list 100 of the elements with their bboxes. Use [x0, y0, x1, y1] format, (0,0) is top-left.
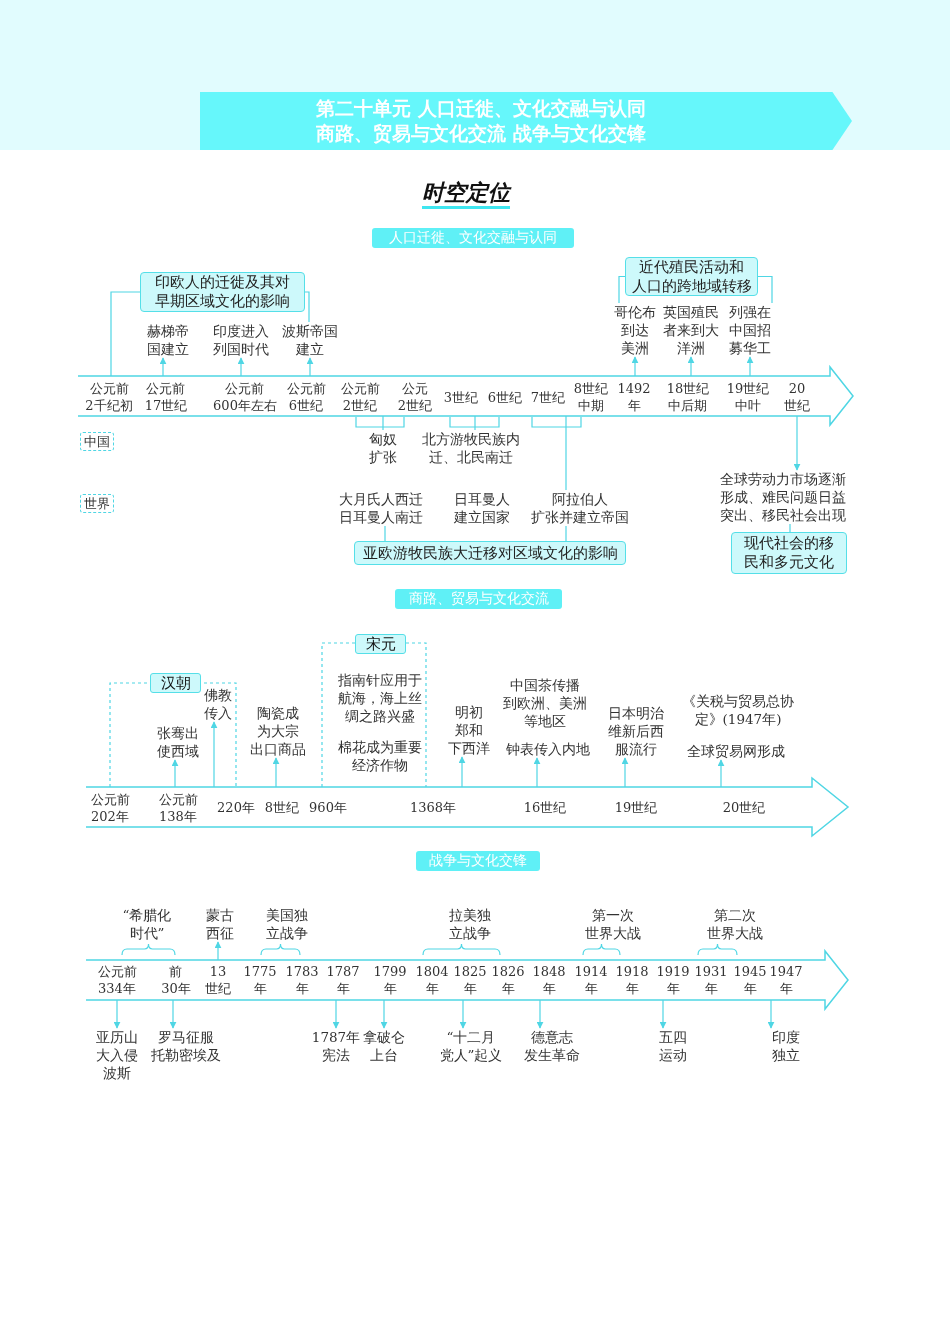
- date-label: 220年: [217, 799, 255, 816]
- connector-line: [110, 291, 141, 377]
- event-label: 1787年宪法: [311, 1028, 361, 1064]
- event-label: 拿破仑上台: [363, 1028, 405, 1064]
- event-label: 列强在中国招募华工: [729, 303, 771, 357]
- event-label: 全球劳动力市场逐渐形成、难民问题日益突出、移民社会出现: [720, 470, 846, 524]
- date-label: 公元前6世纪: [286, 380, 326, 414]
- date-label: 1826年: [491, 963, 525, 997]
- event-label: 蒙古西征: [206, 906, 234, 942]
- topic-box: 亚欧游牧民族大迁移对区域文化的影响: [354, 541, 626, 565]
- arrow: [536, 999, 544, 1029]
- timeline-arrow: [86, 950, 849, 1010]
- section-heading: 时空定位: [422, 180, 510, 209]
- date-label: 1804年: [415, 963, 449, 997]
- event-label: “十二月党人”起义: [439, 1028, 503, 1064]
- period-tag: 汉朝: [150, 673, 201, 693]
- date-label: 公元前2世纪: [340, 380, 380, 414]
- date-label: 18世纪中后期: [666, 380, 710, 414]
- arrow: [621, 757, 629, 788]
- arrow: [717, 759, 725, 788]
- event-label: 日本明治维新后西服流行: [608, 704, 664, 758]
- arrow: [459, 999, 467, 1029]
- event-label: 亚历山大入侵波斯: [96, 1028, 138, 1082]
- event-label: 赫梯帝国建立: [147, 322, 189, 358]
- event-label: 棉花成为重要经济作物: [338, 738, 422, 774]
- date-label: 1492年: [617, 380, 651, 414]
- event-label: 《关税与贸易总协定》(1947年): [682, 692, 794, 728]
- date-label: 1787年: [326, 963, 360, 997]
- date-label: 公元前138年: [158, 791, 198, 825]
- timeline-arrow: [86, 777, 849, 837]
- event-label: 第一次世界大战: [585, 906, 641, 942]
- date-label: 1947年: [769, 963, 803, 997]
- date-label: 16世纪: [523, 799, 567, 816]
- date-label: 20世纪: [784, 380, 810, 414]
- arrow: [332, 999, 340, 1029]
- arrow: [214, 941, 222, 961]
- date-label: 1783年: [285, 963, 319, 997]
- arrow: [113, 999, 121, 1029]
- arrow: [746, 356, 754, 377]
- event-label: 指南针应用于航海，海上丝绸之路兴盛: [338, 671, 422, 725]
- date-label: 前30年: [161, 963, 191, 997]
- event-label: 波斯帝国建立: [282, 322, 338, 358]
- date-label: 1919年: [656, 963, 690, 997]
- connector-line: [304, 291, 310, 323]
- date-label: 13世纪: [205, 963, 231, 997]
- date-label: 公元前202年: [90, 791, 130, 825]
- title-banner: 第二十单元 人口迁徙、文化交融与认同商路、贸易与文化交流 战争与文化交锋: [200, 92, 852, 150]
- event-label: 阿拉伯人扩张并建立帝国: [531, 490, 629, 526]
- event-label: 五四运动: [659, 1028, 687, 1064]
- date-label: 1775年: [243, 963, 277, 997]
- date-label: 6世纪: [487, 389, 523, 406]
- event-label: 日耳曼人建立国家: [454, 490, 510, 526]
- connector-line: [382, 415, 384, 431]
- topic-box: 近代殖民活动和人口的跨地域转移: [625, 257, 758, 296]
- date-label: 1945年: [733, 963, 767, 997]
- date-label: 1914年: [574, 963, 608, 997]
- section-header: 人口迁徙、文化交融与认同: [372, 228, 574, 248]
- timeline-arrow: [78, 366, 854, 426]
- arrow: [306, 357, 314, 377]
- arrow: [631, 356, 639, 377]
- date-label: 1918年: [615, 963, 649, 997]
- arrow: [169, 999, 177, 1029]
- event-label: 北方游牧民族内迁、北民南迁: [422, 430, 520, 466]
- event-label: 陶瓷成为大宗出口商品: [250, 704, 306, 758]
- date-label: 公元前600年左右: [213, 380, 277, 414]
- date-label: 19世纪中叶: [726, 380, 770, 414]
- arrow: [767, 999, 775, 1029]
- event-label: 大月氏人西迁日耳曼人南迁: [339, 490, 423, 526]
- event-label: 拉美独立战争: [449, 906, 491, 942]
- date-label: 8世纪中期: [573, 380, 609, 414]
- period-tag: 宋元: [355, 634, 406, 654]
- date-label: 1848年: [532, 963, 566, 997]
- event-label: 钟表传入内地: [506, 740, 590, 758]
- arrow: [380, 999, 388, 1029]
- connector-line: [757, 275, 773, 304]
- event-label: “希腊化时代”: [122, 906, 172, 942]
- event-label: 罗马征服托勒密埃及: [151, 1028, 221, 1064]
- section-header: 商路、贸易与文化交流: [395, 589, 562, 609]
- date-label: 3世纪: [443, 389, 479, 406]
- date-label: 公元2世纪: [397, 380, 433, 414]
- event-label: 德意志发生革命: [524, 1028, 580, 1064]
- event-label: 美国独立战争: [266, 906, 308, 942]
- region-tag: 中国: [80, 432, 114, 451]
- arrow: [659, 999, 667, 1029]
- connector-line: [474, 415, 476, 431]
- arrow: [458, 756, 466, 788]
- arrow: [210, 721, 218, 788]
- date-label: 公元前2千纪初: [85, 380, 133, 414]
- date-label: 19世纪: [614, 799, 658, 816]
- date-label: 8世纪: [264, 799, 300, 816]
- date-label: 7世纪: [530, 389, 566, 406]
- date-label: 20世纪: [722, 799, 766, 816]
- date-label: 公元前17世纪: [144, 380, 188, 414]
- arrow: [237, 357, 245, 377]
- topic-box: 印欧人的迁徙及其对早期区域文化的影响: [140, 272, 305, 312]
- arrow: [272, 757, 280, 788]
- arrow: [687, 356, 695, 377]
- event-label: 第二次世界大战: [707, 906, 763, 942]
- date-label: 960年: [309, 799, 347, 816]
- connector-line: [384, 525, 386, 542]
